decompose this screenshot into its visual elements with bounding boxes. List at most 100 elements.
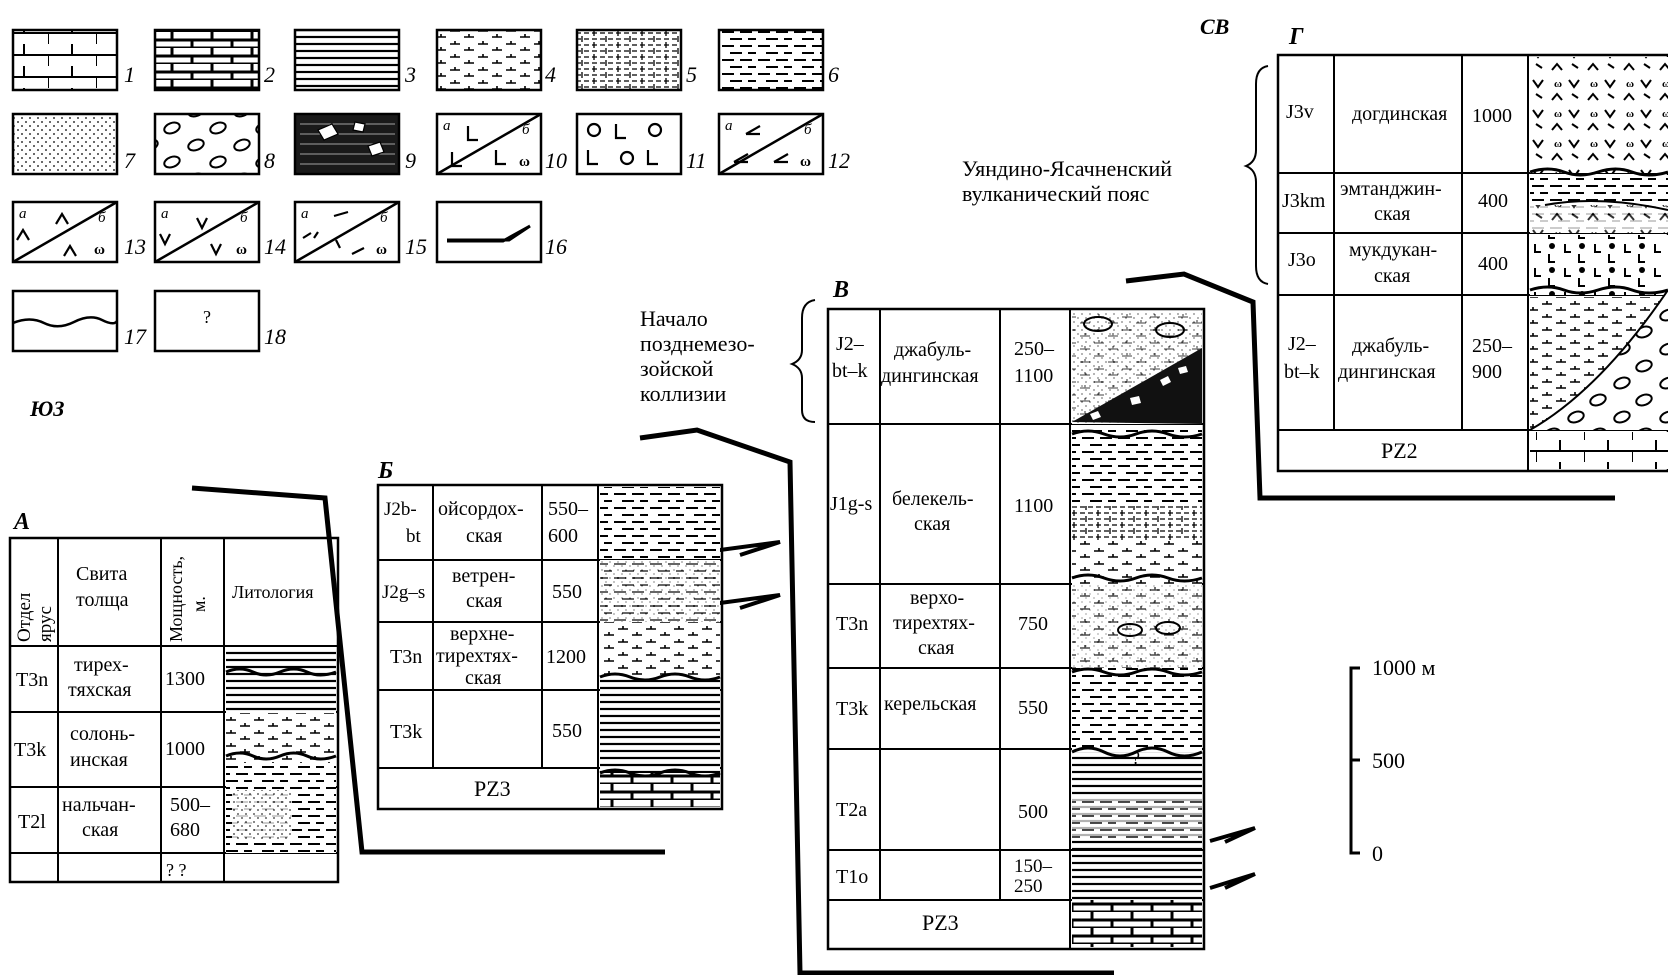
legend-item-10: а б ω 10 xyxy=(437,114,567,174)
svg-text:ω: ω xyxy=(376,242,387,258)
svg-text:б: б xyxy=(804,122,812,138)
svg-text:верхо-: верхо- xyxy=(910,587,964,609)
column-letter: В xyxy=(832,277,849,303)
svg-text:600: 600 xyxy=(548,525,578,547)
basement-label: PZ3 xyxy=(474,776,511,801)
collision-annotation: Начало позднемезо- зойской коллизии xyxy=(640,300,815,422)
svg-text:bt: bt xyxy=(406,526,422,547)
svg-text:тирехтях-: тирехтях- xyxy=(436,645,518,667)
legend-item-12: а б ω 12 xyxy=(719,114,850,174)
scale-label-top: 1000 м xyxy=(1372,655,1436,680)
scale-label-bottom: 0 xyxy=(1372,841,1383,866)
column-B: Б J2b- bt ойсордох- ская 550– 600 J2g–s … xyxy=(377,458,722,809)
svg-text:550: 550 xyxy=(552,581,582,603)
svg-text:ская: ская xyxy=(914,513,950,535)
svg-text:400: 400 xyxy=(1478,190,1508,212)
column-letter: А xyxy=(12,509,30,535)
legend-number-9: 9 xyxy=(405,148,416,173)
svg-text:J2–: J2– xyxy=(1288,333,1317,355)
legend-number-5: 5 xyxy=(686,62,697,87)
svg-text:Уяндино-Ясачненский: Уяндино-Ясачненский xyxy=(962,156,1172,181)
svg-text:ω: ω xyxy=(519,154,530,170)
legend-number-1: 1 xyxy=(124,62,135,87)
svg-text:? ?: ? ? xyxy=(166,860,186,880)
svg-text:250–: 250– xyxy=(1014,338,1055,360)
direction-ne: СВ xyxy=(1200,14,1229,39)
svg-text:дингинская: дингинская xyxy=(1338,361,1436,383)
svg-text:550–: 550– xyxy=(548,498,589,520)
legend-item-1: 1 xyxy=(13,30,135,90)
legend-item-13: а б ω 13 xyxy=(13,202,146,262)
legend-number-2: 2 xyxy=(264,62,275,87)
svg-text:белекель-: белекель- xyxy=(892,488,974,510)
legend-item-15: а б ω 15 xyxy=(295,202,427,262)
direction-sw: ЮЗ xyxy=(29,396,64,421)
legend-item-6: 6 xyxy=(719,30,839,90)
svg-text:400: 400 xyxy=(1478,253,1508,275)
legend-item-14: а б ω 14 xyxy=(155,202,286,262)
svg-text:Свита: Свита xyxy=(76,563,127,585)
svg-text:тяхская: тяхская xyxy=(68,679,131,701)
legend-number-14: 14 xyxy=(264,234,286,259)
svg-text:900: 900 xyxy=(1472,361,1502,383)
svg-text:а: а xyxy=(19,206,27,222)
legend: 1 2 3 4 5 6 7 8 xyxy=(13,30,850,351)
legend-number-18: 18 xyxy=(264,324,286,349)
svg-text:T2l: T2l xyxy=(18,811,46,833)
svg-text:ярус: ярус xyxy=(35,606,56,642)
svg-text:T3n: T3n xyxy=(836,613,868,635)
legend-item-9: 9 xyxy=(295,114,416,174)
column-V: В J2– bt–k джабуль- дингинская 250– 1100… xyxy=(828,277,1204,949)
svg-text:ская: ская xyxy=(82,819,118,841)
svg-text:Начало: Начало xyxy=(640,306,708,331)
basement-label: PZ3 xyxy=(922,910,959,935)
svg-text:а: а xyxy=(725,118,733,134)
legend-item-4: 4 xyxy=(437,30,556,90)
svg-text:м.: м. xyxy=(189,596,209,612)
legend-number-17: 17 xyxy=(124,324,147,349)
svg-text:ветрен-: ветрен- xyxy=(452,565,515,587)
svg-text:ω: ω xyxy=(800,154,811,170)
svg-text:вулканический пояс: вулканический пояс xyxy=(962,181,1150,206)
legend-number-4: 4 xyxy=(545,62,556,87)
legend-number-16: 16 xyxy=(545,234,567,259)
svg-text:1100: 1100 xyxy=(1014,495,1053,517)
svg-text:б: б xyxy=(240,210,248,226)
svg-text:верхне-: верхне- xyxy=(450,623,514,645)
svg-text:ская: ская xyxy=(466,525,502,547)
svg-text:T2a: T2a xyxy=(836,799,867,821)
svg-text:J2g–s: J2g–s xyxy=(382,582,425,603)
svg-text:тирех-: тирех- xyxy=(74,654,129,676)
svg-text:дингинская: дингинская xyxy=(881,365,979,387)
svg-text:зойской: зойской xyxy=(640,356,714,381)
svg-text:550: 550 xyxy=(552,720,582,742)
svg-text:T3k: T3k xyxy=(14,739,46,761)
svg-text:инская: инская xyxy=(70,749,128,771)
svg-text:T3n: T3n xyxy=(16,669,48,691)
svg-text:б: б xyxy=(98,210,106,226)
svg-text:T1o: T1o xyxy=(836,866,868,888)
legend-number-12: 12 xyxy=(828,148,850,173)
svg-text:ойсордох-: ойсордох- xyxy=(438,498,524,520)
svg-text:bt–k: bt–k xyxy=(1284,361,1320,383)
svg-text:T3k: T3k xyxy=(390,721,422,743)
svg-text:750: 750 xyxy=(1018,613,1048,635)
svg-text:догдинская: догдинская xyxy=(1352,103,1447,125)
svg-text:Мощность,: Мощность, xyxy=(166,556,186,642)
scale-bar: 1000 м 500 0 xyxy=(1351,655,1436,866)
svg-text:1300: 1300 xyxy=(165,668,205,690)
svg-text:ская: ская xyxy=(1374,203,1410,225)
lithology-header: Литология xyxy=(232,582,314,602)
svg-text:эмтанджин-: эмтанджин- xyxy=(1340,178,1442,200)
svg-text:джабуль-: джабуль- xyxy=(894,339,971,361)
column-G: Г J3v догдинская 1000 J3km эмтанджин- ск… xyxy=(1278,24,1668,471)
volcanic-belt-annotation: Уяндино-Ясачненский вулканический пояс xyxy=(962,66,1268,284)
legend-item-17: 17 xyxy=(13,291,147,351)
legend-number-10: 10 xyxy=(545,148,567,173)
svg-text:ская: ская xyxy=(466,590,502,612)
legend-number-6: 6 xyxy=(828,62,839,87)
svg-text:680: 680 xyxy=(170,819,200,841)
svg-text:J3o: J3o xyxy=(1288,249,1316,271)
svg-text:толща: толща xyxy=(76,589,129,611)
